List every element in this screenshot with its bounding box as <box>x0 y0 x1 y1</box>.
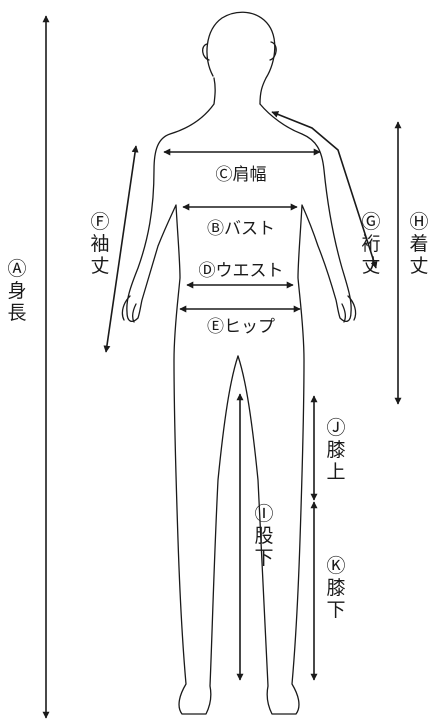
head-outline <box>206 11 276 105</box>
label-K-char1: 膝 <box>326 577 345 599</box>
left-hand <box>121 295 137 323</box>
label-A-mark: Ⓐ <box>7 258 26 280</box>
label-A-char1: 身 <box>7 280 26 302</box>
arrow-G-yuki <box>271 111 378 269</box>
label-H-char2: 丈 <box>409 255 428 277</box>
label-G-char1: 裄 <box>361 233 380 255</box>
measurement-arrows <box>42 15 402 719</box>
label-C-shoulder: Ⓒ肩幅 <box>216 165 267 185</box>
label-J-char2: 上 <box>326 461 345 483</box>
label-J-char1: 膝 <box>326 439 345 461</box>
right-side-outline <box>237 103 352 715</box>
label-I-mark: Ⓘ <box>254 503 273 525</box>
label-B-bust: Ⓑバスト <box>207 219 275 239</box>
label-F-char2: 丈 <box>90 255 109 277</box>
arrow-F-sleeve <box>103 145 139 353</box>
label-G-char2: 丈 <box>361 255 380 277</box>
label-I-char1: 股 <box>254 525 273 547</box>
label-J-above-knee: Ⓙ 膝 上 <box>326 417 345 483</box>
label-H-length: Ⓗ 着 丈 <box>409 211 428 277</box>
label-D-waist: Ⓓウエスト <box>199 261 284 281</box>
label-A-height: Ⓐ 身 長 <box>7 258 26 324</box>
label-H-mark: Ⓗ <box>409 211 428 233</box>
left-side-outline <box>126 77 239 715</box>
label-E-hip: Ⓔヒップ <box>207 317 275 337</box>
right-ear <box>269 41 277 61</box>
label-F-mark: Ⓕ <box>90 211 109 233</box>
label-F-sleeve: Ⓕ 袖 丈 <box>90 211 109 277</box>
label-I-char2: 下 <box>254 547 273 569</box>
label-H-char1: 着 <box>409 233 428 255</box>
body-silhouette <box>121 11 357 715</box>
label-G-mark: Ⓖ <box>361 211 380 233</box>
label-J-mark: Ⓙ <box>326 417 345 439</box>
label-K-below-knee: Ⓚ 膝 下 <box>326 555 345 621</box>
label-A-char2: 長 <box>7 302 26 324</box>
left-ear <box>202 43 210 61</box>
label-F-char1: 袖 <box>90 233 109 255</box>
right-hand <box>341 295 357 323</box>
label-I-inseam: Ⓘ 股 下 <box>254 503 273 569</box>
label-K-char2: 下 <box>326 599 345 621</box>
label-K-mark: Ⓚ <box>326 555 345 577</box>
label-G-yuki: Ⓖ 裄 丈 <box>361 211 380 277</box>
